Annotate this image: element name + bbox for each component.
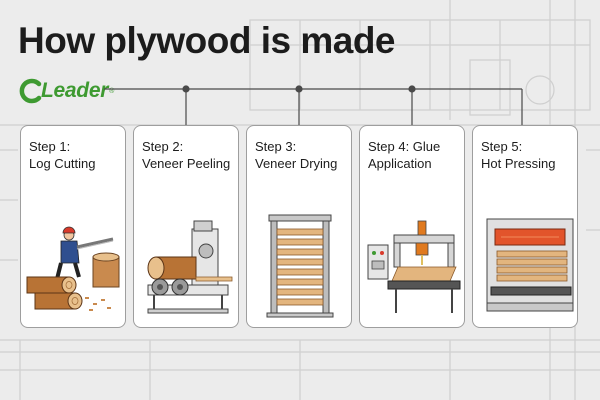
log-cutting-illustration <box>26 226 120 311</box>
veneer-peeling-illustration <box>147 220 233 314</box>
step-number: Step 3: <box>255 139 297 154</box>
leader-logo-icon <box>19 78 42 104</box>
step-name: Application <box>368 156 432 171</box>
step-name: Veneer Peeling <box>142 156 231 171</box>
step-1-label: Step 1: Log Cutting <box>29 138 125 172</box>
step-card-3: Step 3: Veneer Drying <box>246 125 352 328</box>
brand-name: Leader <box>41 79 109 102</box>
step-card-5: Step 5: Hot Pressing <box>472 125 578 328</box>
step-name: Log Cutting <box>29 156 96 171</box>
glue-application-illustration <box>367 220 461 313</box>
step-5-label: Step 5: Hot Pressing <box>481 138 577 172</box>
step-number: Step 1: <box>29 139 71 154</box>
step-name: Hot Pressing <box>481 156 556 171</box>
brand-logo: Leader ® <box>18 78 114 104</box>
veneer-drying-illustration <box>266 214 334 318</box>
step-name: Veneer Drying <box>255 156 338 171</box>
step-card-1: Step 1: Log Cutting <box>20 125 126 328</box>
page-title: How plywood is made <box>18 20 396 61</box>
step-4-label: Step 4: Glue Application <box>368 138 464 172</box>
step-number: Step 5: <box>481 139 523 154</box>
step-card-2: Step 2: Veneer Peeling <box>133 125 239 328</box>
hot-pressing-illustration <box>486 218 574 312</box>
step-2-label: Step 2: Veneer Peeling <box>142 138 238 172</box>
step-3-label: Step 3: Veneer Drying <box>255 138 351 172</box>
step-number: Step 2: <box>142 139 184 154</box>
step-card-4: Step 4: Glue Application <box>359 125 465 328</box>
registered-mark: ® <box>109 87 115 95</box>
step-number: Step 4: Glue <box>368 139 441 154</box>
